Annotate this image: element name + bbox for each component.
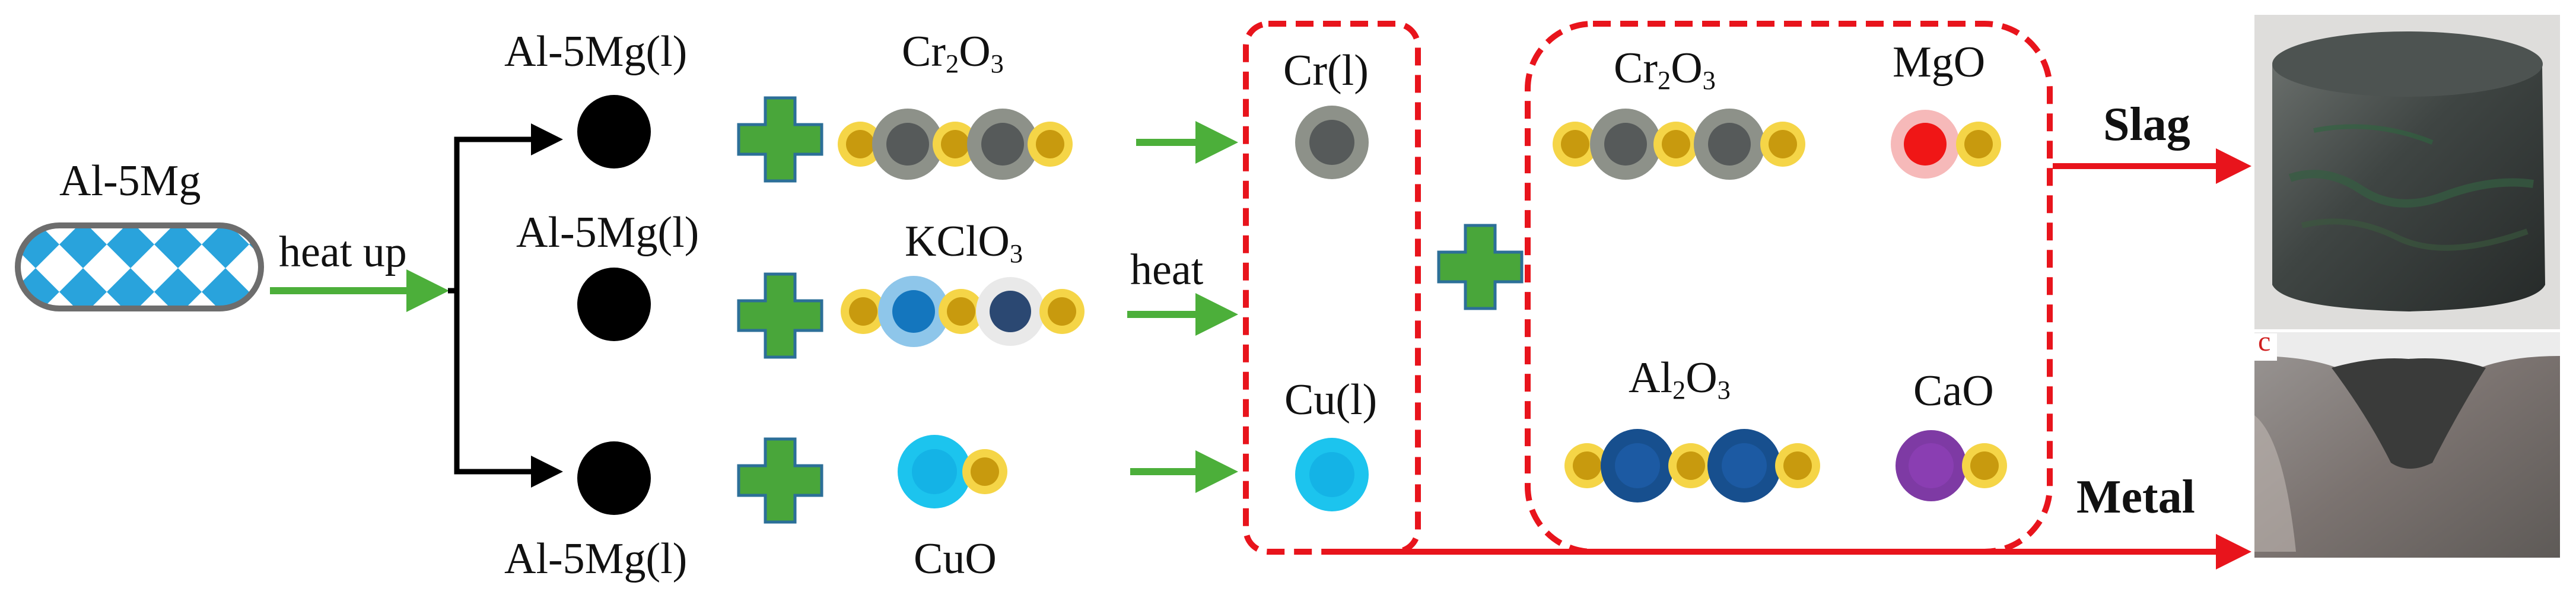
cuo-reactant-label: CuO (914, 535, 997, 583)
cu-liquid-label: Cu(l) (1284, 376, 1378, 424)
reaction-arrows (1127, 121, 1238, 493)
alloy-droplet-1 (577, 95, 651, 168)
mgo-molecule (1891, 110, 2001, 179)
feed-label: Al-5Mg (59, 157, 201, 205)
alloy-droplets (577, 95, 651, 515)
cu-liquid-atom (1295, 438, 1369, 511)
branch-connector (448, 123, 563, 488)
plus-icon (737, 272, 823, 359)
feed-capsule (15, 222, 264, 311)
alloy-droplet-2 (577, 268, 651, 341)
plus-icon (737, 437, 823, 524)
al2o3-label: Al2O3 (1629, 354, 1731, 405)
output-arrows (1332, 148, 2251, 570)
heat-label: heat (1130, 246, 1204, 294)
reactant-label-bottom: Al-5Mg(l) (504, 535, 688, 583)
slag-photo (2254, 15, 2560, 329)
cr-liquid-atom (1295, 106, 1369, 179)
metal-label: Metal (2076, 471, 2195, 523)
metal-photo (2254, 332, 2560, 558)
cr-liquid-label: Cr(l) (1283, 46, 1369, 95)
al2o3-molecule (1564, 429, 1820, 502)
cuo-reactant-molecule (898, 435, 1007, 508)
cao-molecule (1896, 430, 2007, 501)
cr2o3-product-label: Cr2O3 (1614, 44, 1716, 96)
reactant-label-middle: Al-5Mg(l) (516, 208, 699, 257)
mgo-label: MgO (1893, 38, 1986, 87)
photo-marker: c (2258, 326, 2271, 357)
kclo3-reactant-molecule (841, 276, 1085, 347)
kclo3-reactant-label: KClO3 (905, 217, 1023, 269)
heat-up-label: heat up (279, 228, 407, 276)
plus-icon (737, 96, 823, 183)
cao-label: CaO (1913, 367, 1994, 415)
plus-icon (1437, 224, 1524, 310)
reactant-label-top: Al-5Mg(l) (504, 27, 688, 76)
alloy-droplet-3 (577, 441, 651, 515)
slag-label: Slag (2103, 98, 2190, 151)
cr2o3-reactant-label: Cr2O3 (902, 27, 1004, 79)
plus-signs (737, 96, 1524, 524)
cr2o3-product-molecule (1553, 109, 1805, 180)
cr2o3-reactant-molecule (838, 109, 1073, 180)
